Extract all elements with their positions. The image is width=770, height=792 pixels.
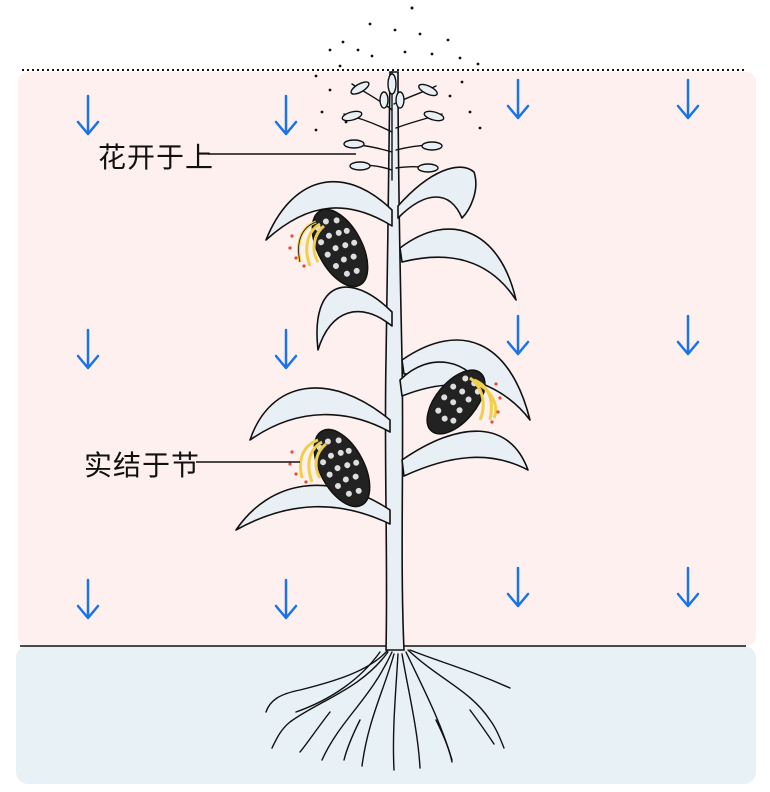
tassel — [341, 71, 445, 181]
down-arrow-icon — [676, 314, 700, 356]
pollen-dots — [314, 6, 482, 132]
down-arrow-icon — [76, 328, 100, 370]
down-arrow-icon — [274, 328, 298, 370]
label-tassel: 花开于上 — [98, 141, 215, 174]
corn-ear-icon — [288, 208, 502, 508]
down-arrow-icon — [506, 314, 530, 356]
down-arrow-icon — [506, 566, 530, 608]
down-arrow-icon — [506, 78, 530, 120]
down-arrows — [76, 78, 700, 620]
down-arrow-icon — [274, 578, 298, 620]
down-arrow-icon — [274, 94, 298, 136]
down-arrow-icon — [76, 578, 100, 620]
root-icon — [265, 649, 511, 771]
down-arrow-icon — [76, 94, 100, 136]
down-arrow-icon — [676, 78, 700, 120]
soil-region — [16, 646, 756, 784]
label-ear: 实结于节 — [84, 449, 201, 482]
down-arrow-icon — [676, 566, 700, 608]
